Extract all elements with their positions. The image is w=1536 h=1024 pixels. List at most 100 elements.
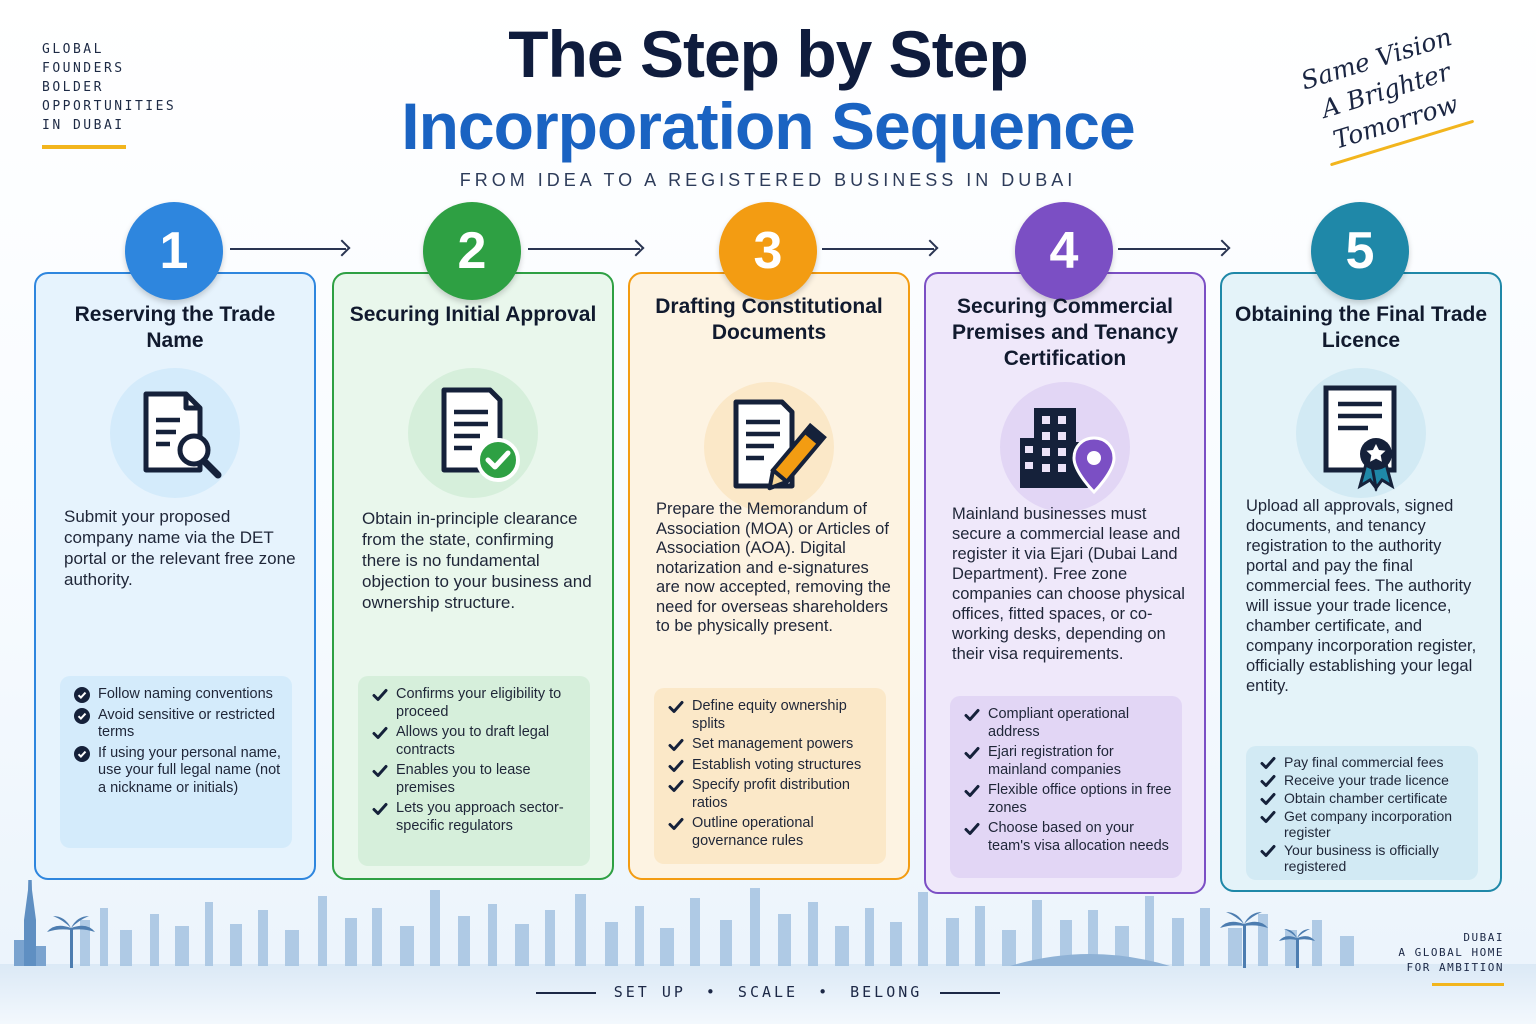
step-description: Upload all approvals, signed documents, … [1246, 497, 1477, 695]
flow-arrow [822, 248, 934, 250]
step-checklist: Confirms your eligibility to proceed All… [358, 676, 590, 866]
page-title: The Step by Step Incorporation Sequence [0, 18, 1536, 162]
flow-arrow [1118, 248, 1226, 250]
checklist-item: Get company incorporation register [1258, 808, 1468, 840]
step-title: Drafting Constitutional Documents [655, 295, 883, 344]
step-5: 5 Obtaining the Final Trade Licence Uplo… [1220, 200, 1502, 892]
checklist-text: Specify profit distribution ratios [692, 777, 850, 811]
checklist-text: Allows you to draft legal contracts [396, 724, 550, 758]
document-pen-icon [704, 382, 834, 512]
checklist-item: Pay final commercial fees [1258, 754, 1468, 770]
checklist-item: Receive your trade licence [1258, 772, 1468, 788]
check-icon [74, 707, 90, 724]
step-number-badge: 4 [1015, 202, 1113, 300]
check-icon [74, 745, 90, 762]
step-2: 2 Securing Initial Approval Obtain in-pr… [332, 200, 614, 890]
brand-line: FOUNDERS [42, 61, 125, 76]
check-icon [668, 759, 684, 772]
checklist-item: Outline operational governance rules [666, 815, 876, 850]
check-icon [668, 780, 684, 792]
brand-tagline-top-left: GLOBAL FOUNDERS BOLDER OPPORTUNITIES IN … [42, 40, 176, 149]
checklist-text: Receive your trade licence [1284, 772, 1449, 788]
checklist-item: Your business is officially registered [1258, 842, 1468, 874]
checklist-text: Follow naming conventions [98, 686, 273, 702]
checklist-item: Define equity ownership splits [666, 698, 876, 733]
checklist-item: If using your personal name, use your fu… [72, 745, 282, 798]
checklist-item: Obtain chamber certificate [1258, 790, 1468, 806]
check-icon [1260, 845, 1276, 857]
checklist-text: Get company incorporation register [1284, 808, 1453, 840]
checklist-item: Avoid sensitive or restricted terms [72, 707, 282, 742]
brand-line: OPPORTUNITIES [42, 99, 177, 114]
title-line-1: The Step by Step [508, 17, 1028, 91]
step-4: 4 Securing Commercial Premises and Tenan… [924, 200, 1206, 894]
tagline-dot: • [818, 983, 831, 1001]
check-icon [372, 765, 388, 777]
step-title: Securing Commercial Premises and Tenancy… [951, 295, 1179, 370]
checklist-text: Your business is officially registered [1284, 842, 1439, 874]
dubai-skyline-illustration [0, 880, 1536, 1024]
brand-line: DUBAI [1463, 931, 1504, 944]
checklist-text: Pay final commercial fees [1284, 754, 1444, 770]
tagline-rule [535, 991, 596, 994]
checklist-text: Establish voting structures [692, 756, 862, 773]
check-icon [1260, 757, 1276, 769]
flow-arrow [230, 248, 346, 250]
step-number-badge: 3 [719, 202, 817, 300]
check-icon [74, 687, 90, 703]
tagline-word: BELONG [850, 983, 923, 1001]
step-number-badge: 5 [1311, 202, 1409, 300]
document-check-icon [408, 368, 538, 498]
checklist-text: If using your personal name, use your fu… [98, 744, 281, 796]
step-title: Reserving the Trade Name [74, 303, 276, 352]
checklist-text: Define equity ownership splits [692, 698, 847, 732]
flow-arrow [528, 248, 640, 250]
accent-bar [1432, 983, 1504, 986]
checklist-text: Compliant operational address [988, 706, 1130, 740]
step-title: Obtaining the Final Trade Licence [1234, 303, 1488, 352]
step-description: Mainland businesses must secure a commer… [952, 505, 1185, 663]
step-checklist: Follow naming conventions Avoid sensitiv… [60, 676, 292, 848]
step-1: 1 Reserving the Trade Name Submit your p… [34, 200, 316, 890]
step-checklist: Define equity ownership splits Set manag… [654, 688, 886, 864]
step-description: Obtain in-principle clearance from the s… [362, 509, 592, 612]
checklist-item: Ejari registration for mainland companie… [962, 744, 1172, 779]
title-line-2: Incorporation Sequence [401, 89, 1135, 163]
tagline-word: SET UP [613, 983, 686, 1001]
tagline-word: SCALE [737, 983, 799, 1001]
brand-line: BOLDER [42, 80, 104, 95]
footer-tagline: SET UP • SCALE • BELONG [0, 983, 1536, 1001]
step-checklist: Compliant operational address Ejari regi… [950, 696, 1182, 878]
brand-line: GLOBAL [42, 42, 104, 57]
checklist-text: Avoid sensitive or restricted terms [98, 706, 276, 741]
checklist-text: Choose based on your team's visa allocat… [988, 820, 1169, 854]
checklist-item: Establish voting structures [666, 757, 876, 775]
check-icon [1260, 811, 1276, 823]
page-subtitle: FROM IDEA TO A REGISTERED BUSINESS IN DU… [459, 170, 1077, 190]
step-title: Securing Initial Approval [349, 303, 597, 326]
tagline-dot: • [705, 983, 718, 1001]
checklist-item: Follow naming conventions [72, 686, 282, 704]
check-icon [1260, 775, 1276, 787]
checklist-text: Confirms your eligibility to proceed [396, 686, 562, 720]
checklist-item: Specify profit distribution ratios [666, 777, 876, 812]
checklist-text: Lets you approach sector-specific regula… [396, 800, 564, 834]
checklist-item: Choose based on your team's visa allocat… [962, 820, 1172, 855]
checklist-item: Flexible office options in free zones [962, 782, 1172, 817]
building-location-icon [1000, 382, 1130, 512]
check-icon [964, 747, 980, 759]
check-icon [964, 823, 980, 835]
checklist-text: Set management powers [692, 736, 854, 752]
check-icon [668, 701, 684, 713]
certificate-icon [1296, 368, 1426, 498]
checklist-item: Allows you to draft legal contracts [370, 724, 580, 759]
accent-bar [42, 145, 126, 149]
check-icon [668, 818, 684, 830]
check-icon [372, 689, 388, 701]
step-number-badge: 2 [423, 202, 521, 300]
checklist-text: Obtain chamber certificate [1284, 790, 1448, 806]
checklist-item: Compliant operational address [962, 706, 1172, 741]
check-icon [372, 803, 388, 815]
check-icon [1260, 793, 1276, 805]
step-checklist: Pay final commercial fees Receive your t… [1246, 746, 1478, 880]
